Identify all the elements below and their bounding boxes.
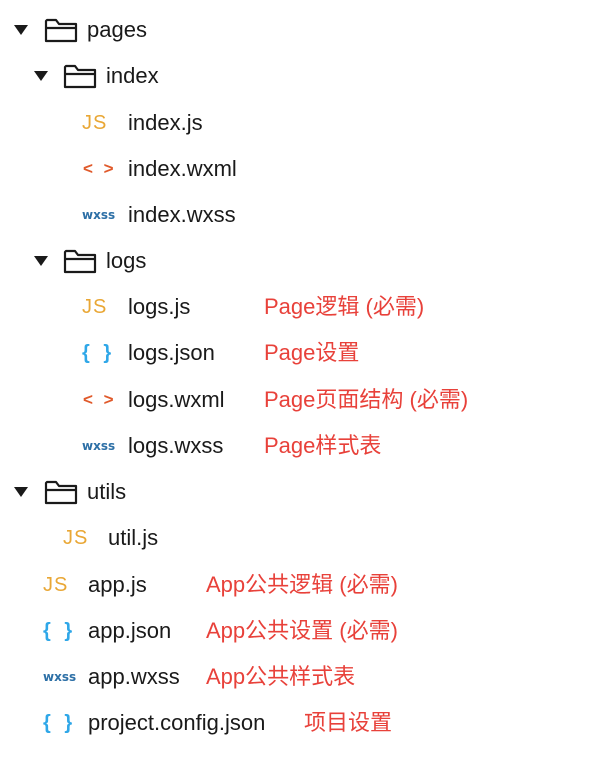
json-file-icon: { } (43, 620, 77, 642)
folder-label: utils (87, 479, 127, 504)
chevron-down-icon[interactable] (34, 71, 48, 81)
file-annotation: Page样式表 (264, 433, 382, 458)
wxss-file-icon: wxss (82, 439, 116, 453)
folder-icon (63, 64, 97, 89)
chevron-down-icon[interactable] (34, 256, 48, 266)
chevron-down-icon[interactable] (14, 25, 28, 35)
file-annotation: Page设置 (264, 340, 360, 365)
js-file-icon: JS (82, 296, 108, 318)
folder-label: pages (87, 17, 147, 42)
file-name: logs.js (128, 294, 191, 319)
folder-icon (44, 18, 78, 43)
file-name: project.config.json (88, 710, 266, 735)
js-file-icon: JS (43, 574, 69, 596)
wxss-file-icon: wxss (43, 670, 77, 684)
file-annotation: App公共逻辑 (必需) (206, 572, 398, 597)
file-annotation: Page页面结构 (必需) (264, 387, 469, 412)
file-name: logs.wxss (128, 433, 224, 458)
folder-label: logs (106, 248, 147, 273)
file-name: index.wxss (128, 202, 236, 227)
file-annotation: Page逻辑 (必需) (264, 294, 425, 319)
chevron-down-icon[interactable] (14, 487, 28, 497)
file-annotation: App公共设置 (必需) (206, 618, 398, 643)
js-file-icon: JS (82, 112, 108, 134)
folder-icon (44, 480, 78, 505)
folder-icon (63, 249, 97, 274)
file-name: app.wxss (88, 664, 180, 689)
file-name: app.json (88, 618, 172, 643)
file-name: index.js (128, 110, 203, 135)
json-file-icon: { } (82, 342, 116, 364)
wxss-file-icon: wxss (82, 208, 116, 222)
wxml-file-icon: < > (83, 159, 117, 178)
file-name: logs.wxml (128, 387, 225, 412)
file-name: logs.json (128, 340, 215, 365)
file-annotation: App公共样式表 (206, 664, 356, 689)
file-name: util.js (108, 525, 159, 550)
folder-label: index (106, 63, 159, 88)
json-file-icon: { } (43, 712, 77, 734)
wxml-file-icon: < > (83, 390, 117, 409)
file-name: app.js (88, 572, 147, 597)
js-file-icon: JS (63, 527, 89, 549)
file-annotation: 项目设置 (304, 710, 393, 735)
file-name: index.wxml (128, 156, 237, 181)
